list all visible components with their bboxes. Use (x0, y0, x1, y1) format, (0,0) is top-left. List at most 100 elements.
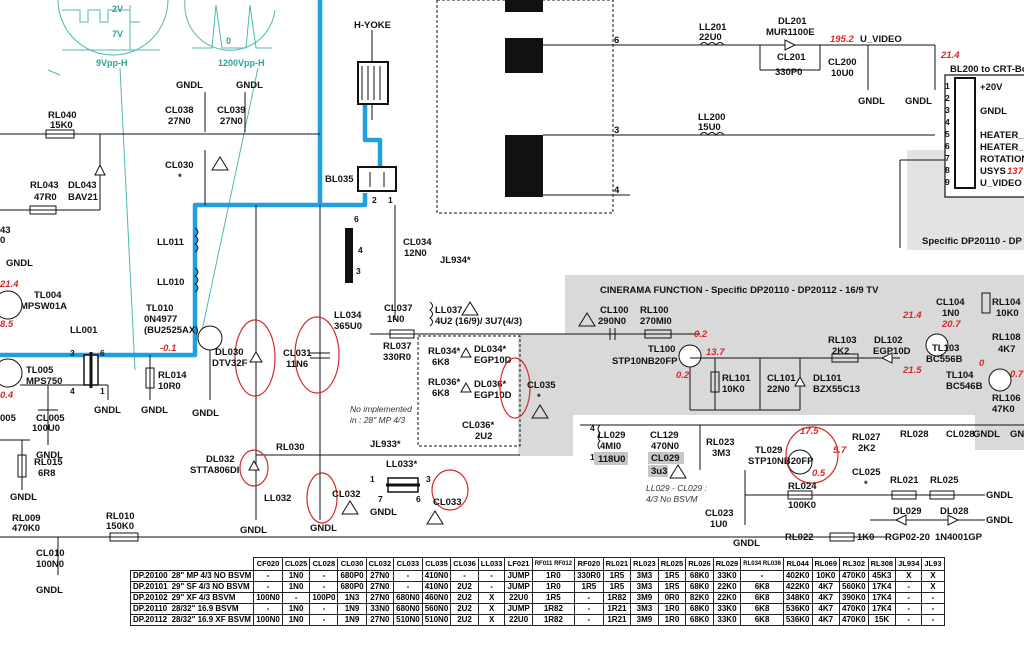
highlight-cl035 (499, 357, 531, 419)
highlight-dl030 (234, 319, 276, 397)
cl023-label: CL023 (705, 508, 734, 519)
svg-text:STP10NB20FP: STP10NB20FP (748, 456, 814, 467)
bom-cell: 2U2 (450, 603, 479, 615)
svg-text:0: 0 (0, 235, 5, 246)
bom-cell: 27N0 (365, 570, 395, 582)
voltage-20-7: 20.7 (941, 319, 961, 330)
ll029-label: LL029 (598, 430, 625, 441)
gndl-label-3: GNDL (6, 258, 33, 269)
bom-col: RL029 (712, 557, 742, 571)
svg-text:470N0: 470N0 (651, 441, 679, 452)
bom-col: CL033 (393, 557, 423, 571)
bom-col: CL028 (309, 557, 339, 571)
bom-cell: - (921, 603, 945, 615)
scope-label-1200vpp: 1200Vpp-H (218, 58, 265, 68)
bom-cell: - (921, 614, 945, 626)
bom-cell: 27N0 (365, 581, 395, 593)
rl028-label: RL028 (900, 429, 929, 440)
bom-col: RF020 (574, 557, 604, 571)
voltage-5-7: 5.7 (833, 445, 847, 456)
bom-col: CL032 (365, 557, 395, 571)
svg-text:*: * (537, 392, 541, 403)
tl004-transistor (0, 290, 23, 320)
bom-cell: - (309, 581, 339, 593)
svg-text:BAV21: BAV21 (68, 192, 99, 203)
warning-icon-cl029 (669, 464, 687, 479)
voltage-0-5: 0.5 (812, 468, 826, 479)
dl029-diode (894, 514, 907, 526)
bom-cell: 510N0 (421, 614, 452, 626)
bom-cell: X (921, 570, 945, 582)
highlight-tl029 (785, 426, 839, 484)
bom-cell: 22K0 (712, 581, 742, 593)
highlight-cl033 (431, 469, 469, 511)
bom-cell: - (477, 581, 506, 593)
dl030-label: DL030 (215, 347, 244, 358)
bom-cell: 1R5 (602, 570, 632, 582)
cl037-label: CL037 (384, 303, 413, 314)
tl029-mosfet (787, 449, 813, 475)
rl040-label: RL040 (48, 110, 77, 121)
dl028-label: DL028 (940, 506, 969, 517)
bom-cell: 1N9 (337, 614, 367, 626)
svg-text:8: 8 (945, 165, 950, 175)
svg-text:1: 1 (100, 386, 105, 396)
dl201-label: DL201 (778, 16, 807, 27)
bom-cell: 27N0 (365, 592, 395, 604)
cl036-label: CL036* (462, 420, 495, 431)
svg-text:GNDL: GNDL (980, 106, 1007, 117)
bom-col: RL308 (867, 557, 897, 571)
svg-text:6: 6 (100, 348, 105, 358)
bom-cell: 27N0 (365, 614, 395, 626)
bom-cell: 33K0 (712, 570, 742, 582)
bom-cell: 1R5 (531, 592, 576, 604)
cl100-label: CL100 (600, 305, 629, 316)
svg-text:EGP10D: EGP10D (474, 390, 512, 401)
svg-text:2K2: 2K2 (858, 443, 875, 454)
svg-text:270MI0: 270MI0 (640, 316, 672, 327)
bom-cell: 100P0 (309, 592, 339, 604)
bom-cell: 680P0 (337, 581, 367, 593)
scope-label-zero: 0 (226, 36, 231, 46)
dl043-diode (94, 163, 106, 176)
cl005-label: CL005 (36, 413, 65, 424)
cinerama-region (518, 275, 1024, 456)
svg-text:CL038: CL038 (165, 105, 194, 116)
svg-text:6: 6 (354, 214, 359, 224)
svg-text:290N0: 290N0 (598, 316, 626, 327)
bom-cell: 1R5 (602, 581, 632, 593)
bom-cell: 470K0 (839, 570, 869, 582)
bom-cell: 45K3 (867, 570, 897, 582)
bom-cell: 330R0 (574, 570, 604, 582)
gndl-label-17: GNDL (733, 538, 760, 549)
bom-cell: 4K7 (811, 603, 841, 615)
cl200-label: CL200 (828, 57, 857, 68)
bom-cell: X (477, 603, 506, 615)
tl005-label: TL005 (26, 365, 54, 376)
svg-text:4: 4 (590, 423, 595, 433)
rl103-label: RL103 (828, 335, 857, 346)
bom-cell: 1R0 (531, 581, 576, 593)
svg-text:CL039: CL039 (217, 105, 246, 116)
bom-cell: 2U2 (450, 592, 479, 604)
rl014-label: RL014 (158, 370, 187, 381)
bom-cell: 422K0 (782, 581, 813, 593)
not-implemented-note: No implemented (350, 404, 412, 414)
svg-text:3M3: 3M3 (712, 448, 730, 459)
gndl-label-16: GNDL (1010, 429, 1024, 440)
bom-cell: - (921, 592, 945, 604)
bom-cell: 3M3 (630, 581, 659, 593)
dl043-label: DL043 (68, 180, 97, 191)
gndl-label-12: GNDL (370, 507, 397, 518)
svg-text:1: 1 (388, 195, 393, 205)
svg-text:4MI0: 4MI0 (600, 441, 621, 452)
svg-text:15K0: 15K0 (50, 120, 73, 131)
svg-text:HEATER_I: HEATER_I (980, 142, 1024, 153)
bom-cell: 1N0 (281, 614, 311, 626)
svg-text:330R0: 330R0 (383, 352, 411, 363)
bom-cell: - (895, 603, 923, 615)
svg-text:22U0: 22U0 (699, 32, 722, 43)
bom-cell: - (895, 614, 923, 626)
